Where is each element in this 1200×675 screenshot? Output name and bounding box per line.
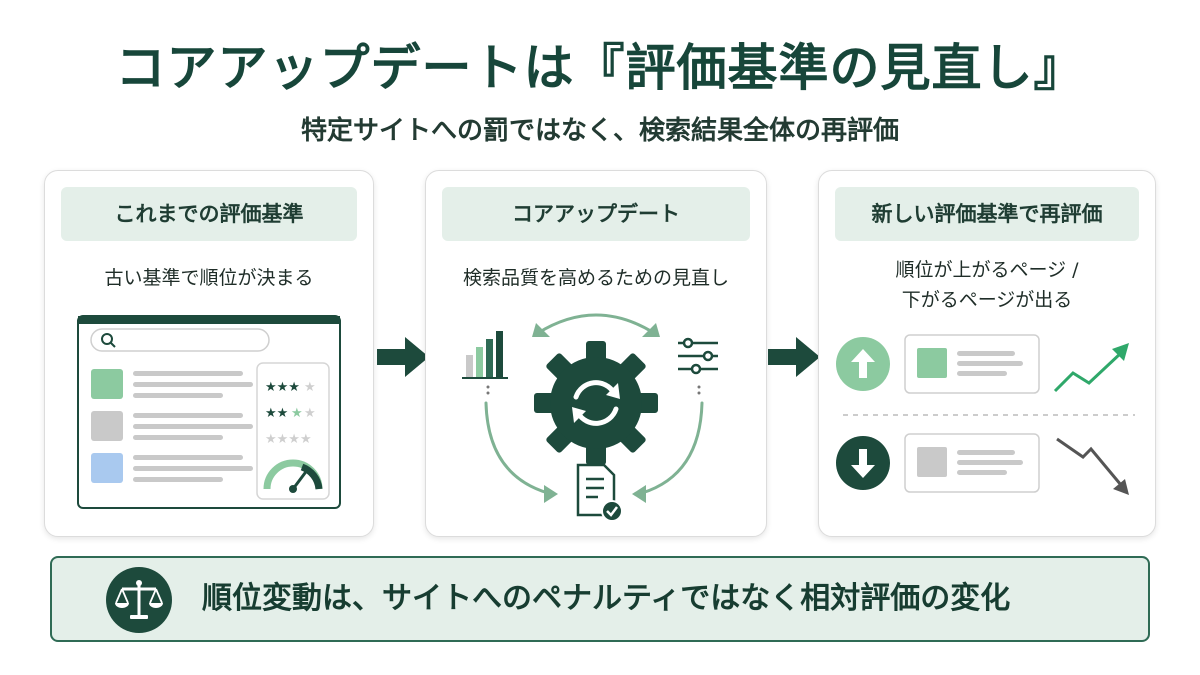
conclusion-text: 順位変動は、サイトへのペナルティではなく相対評価の変化 xyxy=(202,581,1011,616)
card-core-update: コアアップデート 検索品質を高めるための見直し xyxy=(425,170,767,537)
card-reevaluation-description-line1: 順位が上がるページ / xyxy=(895,259,1079,281)
gear-refresh-icon xyxy=(534,341,658,465)
card-core-update-description: 検索品質を高めるための見直し xyxy=(462,267,729,289)
card-reevaluation-heading: 新しい評価基準で再評価 xyxy=(835,187,1139,241)
arrow-up-circle-icon xyxy=(836,337,890,391)
document-check-icon xyxy=(576,463,623,522)
arrow-down-circle-icon xyxy=(836,436,890,490)
search-results-illustration: ★★★★ ★★★★ ★★★★ xyxy=(77,315,341,509)
svg-text:★★: ★★ xyxy=(265,406,288,421)
svg-text:★★★: ★★★ xyxy=(265,380,300,395)
page-title: コアアップデートは『評価基準の見直し』 xyxy=(115,39,1085,97)
search-icon xyxy=(101,333,116,348)
svg-text:★: ★ xyxy=(291,406,303,421)
ranking-change-illustration xyxy=(836,334,1135,495)
bar-chart-icon xyxy=(462,331,508,379)
result-row xyxy=(91,453,253,483)
result-row xyxy=(91,369,253,399)
svg-text:★: ★ xyxy=(304,406,316,421)
card-old-criteria: これまでの評価基準 古い基準で順位が決まる ★★★ xyxy=(44,170,374,537)
svg-text:★★★★: ★★★★ xyxy=(265,432,312,447)
card-reevaluation-description-line2: 下がるページが出る xyxy=(901,289,1073,311)
card-reevaluation: 新しい評価基準で再評価 順位が上がるページ / 下がるページが出る xyxy=(818,170,1156,537)
svg-text:★: ★ xyxy=(304,380,316,395)
card-core-update-heading: コアアップデート xyxy=(442,187,750,241)
trend-down-icon xyxy=(1056,437,1129,495)
arrow-right-icon xyxy=(768,337,820,377)
card-old-criteria-description: 古い基準で順位が決まる xyxy=(104,267,314,289)
page-subtitle: 特定サイトへの罰ではなく、検索結果全体の再評価 xyxy=(300,116,899,146)
balance-scale-icon xyxy=(106,567,172,633)
arrow-right-icon xyxy=(377,337,429,377)
sliders-icon xyxy=(678,337,718,375)
star-icon: ★★★★ ★★★★ ★★★★ xyxy=(265,380,316,447)
update-cycle-illustration xyxy=(462,313,718,522)
conclusion-banner: 順位変動は、サイトへのペナルティではなく相対評価の変化 xyxy=(50,556,1150,642)
trend-up-icon xyxy=(1053,343,1129,393)
gauge-icon xyxy=(263,459,323,493)
result-row xyxy=(91,411,253,441)
card-old-criteria-heading: これまでの評価基準 xyxy=(61,187,357,241)
card-reevaluation-description: 順位が上がるページ / 下がるページが出る xyxy=(819,255,1155,315)
